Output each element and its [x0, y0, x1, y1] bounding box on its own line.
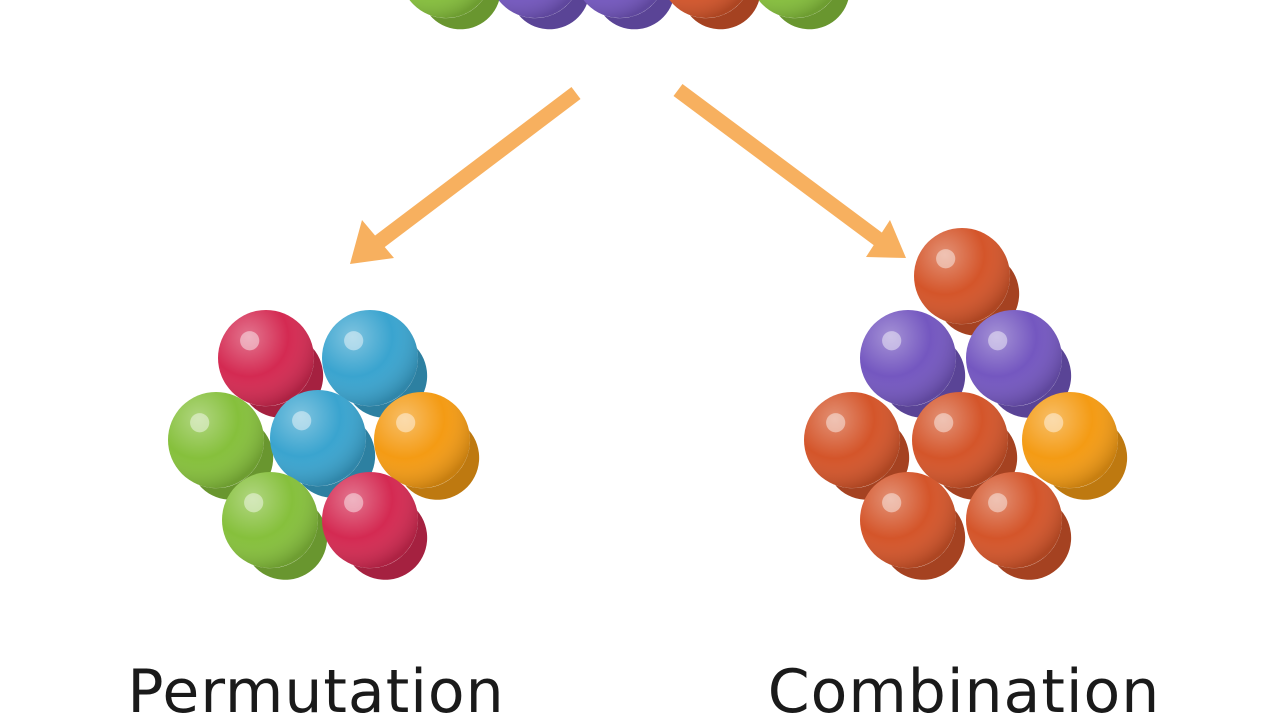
permutation-ball [168, 392, 274, 500]
permutation-ball [322, 472, 428, 580]
combination-ball [912, 392, 1018, 500]
top-ball [498, 0, 589, 30]
permutation-ball [374, 392, 480, 500]
combination-label: Combination [768, 657, 1161, 720]
combination-ball [1022, 392, 1128, 500]
top-ball-row [409, 0, 849, 30]
top-ball [669, 0, 760, 30]
combination-ball [804, 392, 910, 500]
combination-ball-cluster [804, 228, 1128, 580]
permutation-ball-cluster [168, 310, 480, 580]
top-ball [583, 0, 674, 30]
arrow-right-icon [673, 83, 906, 258]
combination-ball [860, 472, 966, 580]
permutation-ball [222, 472, 328, 580]
arrow-left-icon [350, 87, 581, 264]
top-ball [758, 0, 849, 30]
permutation-ball [218, 310, 324, 418]
permutation-label: Permutation [127, 657, 504, 720]
combination-ball [966, 472, 1072, 580]
top-ball [409, 0, 500, 30]
